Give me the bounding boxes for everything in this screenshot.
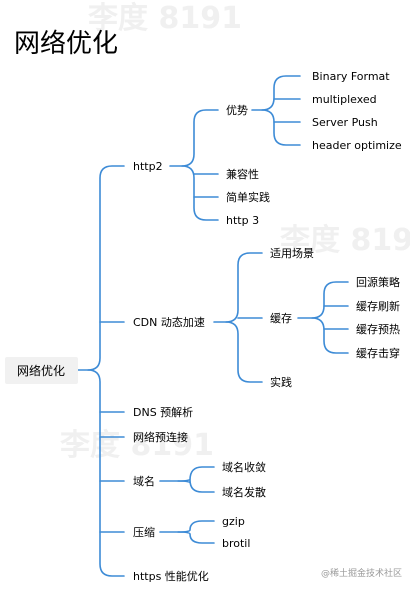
- node-multiplexed: multiplexed: [312, 93, 377, 106]
- watermark-text: 李度 819: [280, 223, 410, 258]
- root-node-label: 网络优化: [17, 363, 65, 378]
- node-compress: 压缩: [133, 526, 155, 539]
- watermark-text: 李度 8191: [60, 428, 214, 463]
- node-preconnect: 网络预连接: [133, 430, 188, 444]
- node-header-optimize: header optimize: [312, 139, 402, 152]
- node-binary-format: Binary Format: [312, 70, 390, 83]
- node-practice: 实践: [270, 375, 292, 389]
- node-scenario: 适用场景: [270, 246, 314, 260]
- node-origin-policy: 回源策略: [356, 275, 400, 289]
- node-domain: 域名: [133, 474, 155, 488]
- node-brotil: brotil: [222, 537, 250, 550]
- node-http2: http2: [133, 160, 163, 173]
- node-advantage: 优势: [226, 104, 248, 117]
- page-title: 网络优化: [14, 29, 118, 59]
- http2-children: 优势 兼容性 简单实践 http 3: [226, 104, 270, 227]
- cdn-children: 适用场景 缓存 实践: [270, 246, 314, 389]
- domain-leaves: 域名收敛 域名发散: [222, 460, 266, 499]
- advantage-leaves: Binary Format multiplexed Server Push he…: [312, 70, 402, 152]
- node-compatibility: 兼容性: [226, 167, 259, 181]
- node-gzip: gzip: [222, 515, 245, 528]
- node-http3: http 3: [226, 214, 259, 227]
- edge-http2-sub: [169, 109, 219, 167]
- root-node: 网络优化: [5, 357, 78, 384]
- edge-domain-sub: [159, 466, 215, 482]
- edge-cdn-sub: [213, 252, 263, 323]
- watermark-layer: 李度 8191 李度 819 李度 8191: [60, 1, 410, 463]
- edge-cache-sub: [297, 281, 349, 319]
- node-cache-refresh: 缓存刷新: [356, 299, 400, 313]
- node-cache-warmup: 缓存预热: [356, 322, 400, 336]
- node-simple-practice: 简单实践: [226, 190, 270, 204]
- edge-adv-sub: [251, 75, 301, 111]
- connector-lines: [77, 75, 349, 577]
- edge-http2-sub-lower: [181, 165, 219, 221]
- edge-domain-sub-lower: [177, 479, 215, 493]
- level-1-nodes: http2 CDN 动态加速 DNS 预解析 网络预连接 域名 压缩 https…: [133, 160, 209, 583]
- node-dns-prefetch: DNS 预解析: [133, 405, 193, 419]
- node-domain-diverge: 域名发散: [222, 485, 266, 499]
- edge-cache-sub-lower: [311, 317, 349, 354]
- credit-text: @稀土掘金技术社区: [321, 567, 402, 579]
- edge-adv-sub-lower: [261, 109, 301, 146]
- node-https-performance: https 性能优化: [133, 569, 209, 583]
- edge-root-trunk-lower: [87, 369, 125, 577]
- edge-root-trunk: [77, 165, 125, 371]
- edge-compress-sub-lower: [177, 531, 215, 544]
- node-cache-breakdown: 缓存击穿: [356, 346, 400, 360]
- node-server-push: Server Push: [312, 116, 378, 129]
- node-cache: 缓存: [270, 311, 292, 325]
- node-domain-converge: 域名收敛: [222, 460, 266, 474]
- watermark-text: 李度 8191: [88, 1, 242, 36]
- edge-compress-sub: [159, 520, 215, 533]
- compress-leaves: gzip brotil: [222, 515, 250, 550]
- edge-cdn-sub-lower: [225, 321, 263, 383]
- cache-leaves: 回源策略 缓存刷新 缓存预热 缓存击穿: [356, 275, 400, 360]
- root-node-box: [5, 357, 78, 384]
- node-cdn-dynamic-acceleration: CDN 动态加速: [133, 316, 205, 329]
